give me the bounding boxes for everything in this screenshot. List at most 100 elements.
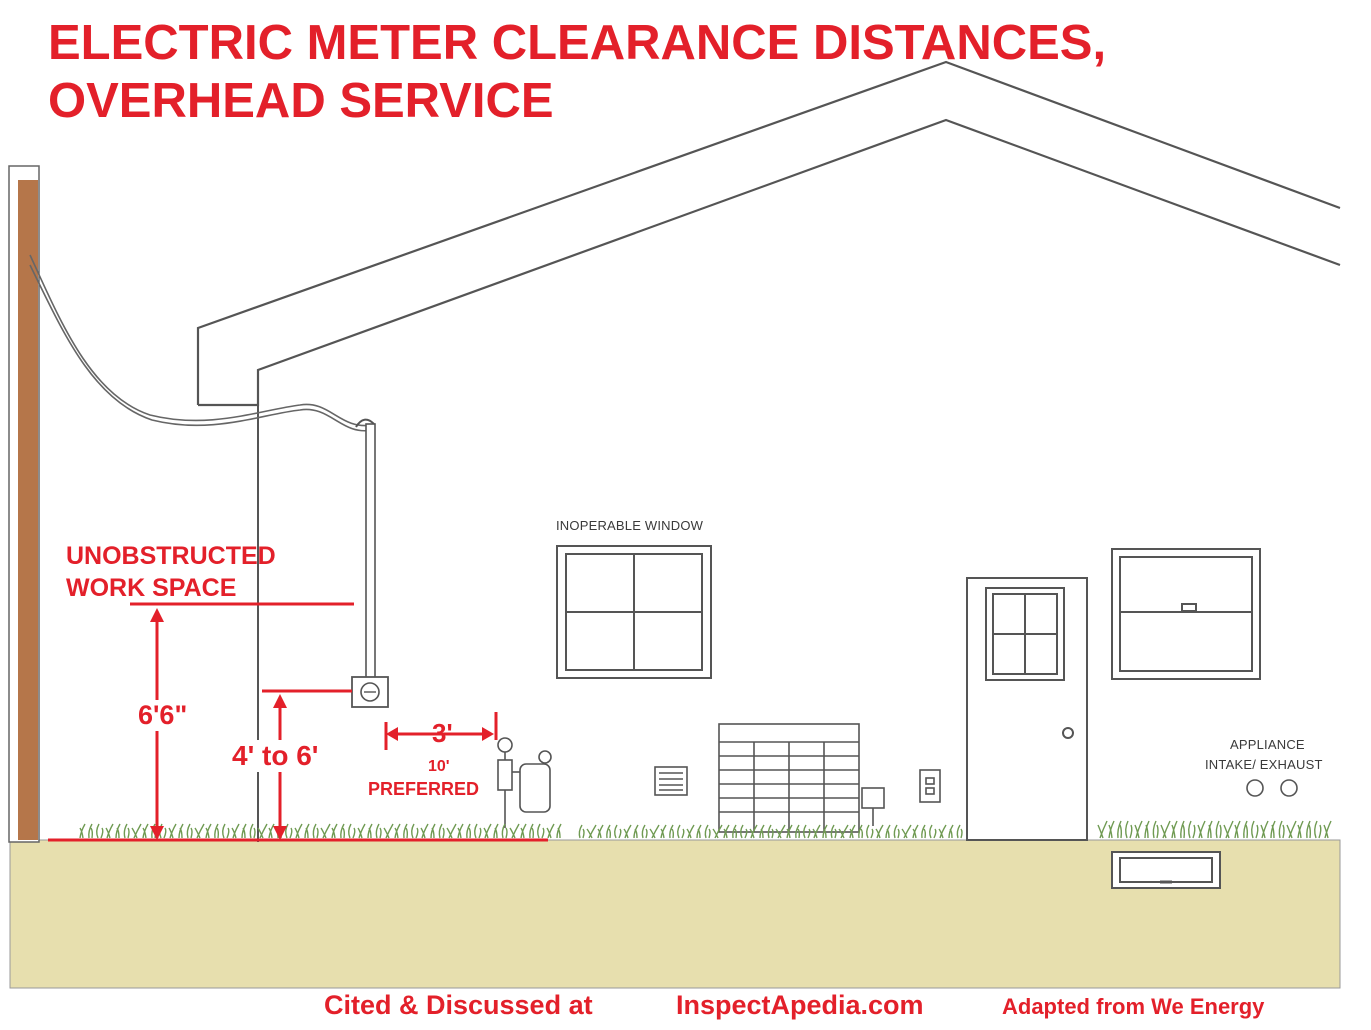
grass-tuft <box>1207 820 1213 839</box>
grass-tuft <box>304 823 310 839</box>
grass-tuft <box>501 823 508 839</box>
grass-tuft <box>1097 820 1108 839</box>
grass-tuft <box>546 823 555 839</box>
dim-6-6-label: 6'6" <box>136 700 190 731</box>
grass-tuft <box>1297 820 1304 839</box>
grass-tuft <box>257 823 268 839</box>
grass-tuft <box>633 824 639 839</box>
grass-tuft <box>623 824 632 839</box>
grass-tuft <box>1306 820 1312 839</box>
grass-tuft <box>759 824 765 839</box>
grass-tuft <box>142 823 149 839</box>
grass-tuft <box>231 823 240 839</box>
grass-tuft <box>457 823 464 839</box>
outlet <box>919 769 941 803</box>
ac-unit <box>718 723 860 833</box>
grass-tuft <box>893 824 900 839</box>
grass-tuft <box>383 823 394 839</box>
dim-6-6-arrow-top <box>150 608 164 622</box>
grass-tuft <box>849 824 856 839</box>
right-window <box>1111 548 1261 680</box>
grass-tuft <box>1286 820 1297 839</box>
grass-tuft <box>186 823 193 839</box>
grass-tuft <box>838 824 849 839</box>
grass-tuft <box>938 824 947 839</box>
dim-3-label: 3' <box>432 718 453 748</box>
footer-adapted: Adapted from We Energy <box>1002 994 1265 1019</box>
grass-tuft <box>268 823 275 839</box>
grass-tuft <box>340 823 346 839</box>
dim-3-arrow-right <box>482 727 494 741</box>
dim-4-to-6-label: 4' to 6' <box>230 740 321 772</box>
grass-tuft <box>696 824 702 839</box>
grass-tuft <box>194 823 205 839</box>
grass-tuft <box>732 824 738 839</box>
appliance-label-line-1: APPLIANCE <box>1230 737 1305 752</box>
grass-tuft <box>529 823 535 839</box>
grass-tuft <box>249 823 256 839</box>
service-drop-wire <box>29 254 373 432</box>
grass-tuft <box>812 824 821 839</box>
grass-tuft <box>438 823 445 839</box>
grass-tuft <box>1144 820 1150 839</box>
grass-tuft <box>921 824 927 839</box>
inoperable-window-label: INOPERABLE WINDOW <box>556 518 704 533</box>
grass-tuft <box>79 823 86 839</box>
grass-tuft <box>1278 820 1285 839</box>
unobstructed-label: UNOBSTRUCTED WORK SPACE <box>66 540 276 604</box>
grass-tuft <box>1234 820 1241 839</box>
grass-tuft <box>830 824 837 839</box>
conduit-mast <box>365 423 376 679</box>
grass-tuft <box>586 824 597 839</box>
grass-tuft <box>214 823 220 839</box>
grass-tuft <box>537 823 545 839</box>
grass-tuft <box>294 823 303 839</box>
inoperable-window <box>556 545 712 679</box>
wall-vent <box>654 766 688 796</box>
grass-tuft <box>115 823 121 839</box>
grass-tuft <box>704 824 711 839</box>
weatherhead <box>355 418 375 428</box>
grass-tuft <box>474 823 482 839</box>
grass-tuft <box>1152 820 1159 839</box>
appliance-vents <box>1246 779 1298 797</box>
grass-tuft <box>357 823 366 839</box>
grass-tuft <box>723 824 730 839</box>
grass-tuft <box>222 823 230 839</box>
grass-tuft <box>430 823 436 839</box>
unobstructed-line-1: UNOBSTRUCTED <box>66 542 276 570</box>
grass-tuft <box>520 823 527 839</box>
grass-tuft <box>168 823 177 839</box>
grass-tuft <box>740 824 748 839</box>
grass-tuft <box>320 823 331 839</box>
grass-tuft <box>929 824 937 839</box>
title-line-2: OVERHEAD SERVICE <box>48 74 554 128</box>
dim-6-6-arrow-bottom <box>150 826 164 840</box>
grass-tuft <box>1197 820 1206 839</box>
grass-tuft <box>466 823 472 839</box>
grass-tuft <box>866 824 874 839</box>
grass-tuft <box>749 824 758 839</box>
grass-tuft <box>606 824 612 839</box>
grass-tuft <box>1314 820 1322 839</box>
grass-tuft <box>123 823 130 839</box>
grass-tuft <box>1108 820 1115 839</box>
title-line-1: ELECTRIC METER CLEARANCE DISTANCES, <box>48 16 1107 70</box>
grass-tuft <box>786 824 793 839</box>
grass-tuft <box>956 824 963 839</box>
preferred-label: PREFERRED <box>368 779 480 799</box>
grass-tuft <box>649 824 660 839</box>
grass-tuft <box>578 824 585 839</box>
unobstructed-line-2: WORK SPACE <box>66 574 237 602</box>
grass-tuft <box>803 824 811 839</box>
grass-tuft <box>948 824 954 839</box>
grass-tuft <box>375 823 382 839</box>
utility-pole-wood <box>18 180 38 840</box>
grass-tuft <box>1125 820 1133 839</box>
grass-tuft <box>858 824 864 839</box>
grass-tuft <box>178 823 184 839</box>
grass-tuft <box>131 823 142 839</box>
grass-tuft <box>901 824 912 839</box>
grass-tuft <box>331 823 338 839</box>
